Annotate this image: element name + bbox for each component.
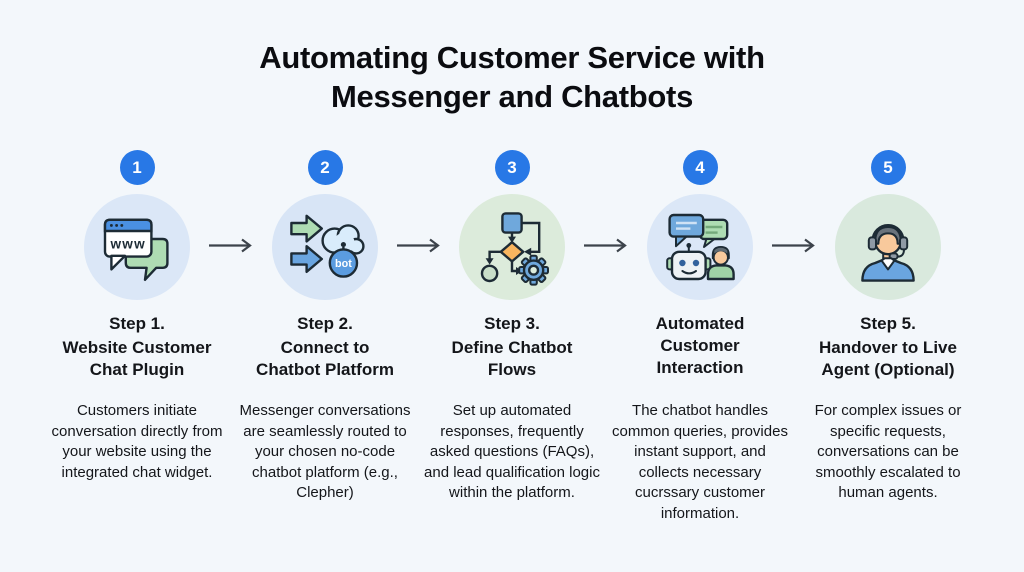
step-description: The chatbot handles common queries, prov… bbox=[612, 402, 788, 522]
step-label: Step 3. bbox=[484, 314, 540, 333]
step-column-5: 5 Step 5. Handover to Live Agent (Option… bbox=[793, 150, 983, 504]
step-number-badge: 4 bbox=[682, 150, 718, 185]
step-icon-circle bbox=[459, 194, 565, 300]
support-agent-headset-icon bbox=[861, 224, 915, 282]
step-description: Messenger conversations are seamlessly r… bbox=[239, 402, 411, 501]
step-title-block: Step 1. Website Customer Chat Plugin bbox=[42, 313, 232, 401]
icon-bot-text: bot bbox=[335, 258, 352, 270]
step-title-block: Automated Customer Interaction bbox=[605, 313, 795, 401]
flow-arrow-icon bbox=[395, 237, 443, 254]
step-number-badge: 1 bbox=[119, 150, 155, 185]
flow-arrow-icon bbox=[582, 237, 630, 254]
step-icon-circle: www bbox=[84, 194, 190, 300]
step-number-badge: 2 bbox=[307, 150, 343, 185]
step-label: Step 2. bbox=[297, 314, 353, 333]
page-title: Automating Customer Service with Messeng… bbox=[0, 38, 1024, 116]
step-column-4: 4 bbox=[605, 150, 795, 524]
step-icon-circle: bot bbox=[272, 194, 378, 300]
step-title-block: Step 3. Define Chatbot Flows bbox=[417, 313, 607, 401]
flow-arrow-icon bbox=[207, 237, 255, 254]
step-icon-circle bbox=[835, 194, 941, 300]
bot-human-chat-icon bbox=[666, 213, 735, 281]
step-name: Handover to Live Agent (Optional) bbox=[819, 338, 957, 379]
step-name: Automated Customer Interaction bbox=[655, 314, 745, 377]
step-name: Connect to Chatbot Platform bbox=[256, 338, 394, 379]
website-chat-icon: www bbox=[103, 218, 169, 281]
step-description: Set up automated responses, frequently a… bbox=[424, 402, 600, 501]
flowchart-gear-icon bbox=[480, 212, 549, 286]
flow-arrow-icon bbox=[770, 237, 818, 254]
step-column-2: 2 bot Step 2. Connect to Chatbot Platfor… bbox=[230, 150, 420, 504]
icon-www-text: www bbox=[110, 237, 146, 252]
step-title-block: Step 2. Connect to Chatbot Platform bbox=[230, 313, 420, 401]
step-label: Step 1. bbox=[109, 314, 165, 333]
step-label: Step 5. bbox=[860, 314, 916, 333]
step-description: Customers initiate conversation directly… bbox=[51, 402, 223, 481]
step-icon-circle bbox=[647, 194, 753, 300]
arrows-to-cloud-bot-icon: bot bbox=[290, 214, 365, 278]
step-name: Define Chatbot Flows bbox=[451, 338, 573, 379]
step-number-badge: 3 bbox=[494, 150, 530, 185]
page-title-text: Automating Customer Service with Messeng… bbox=[259, 40, 765, 114]
step-number-badge: 5 bbox=[870, 150, 906, 185]
step-title-block: Step 5. Handover to Live Agent (Optional… bbox=[793, 313, 983, 401]
step-name: Website Customer Chat Plugin bbox=[62, 338, 212, 379]
step-column-3: 3 bbox=[417, 150, 607, 504]
step-description: For complex issues or specific requests,… bbox=[814, 402, 962, 501]
step-column-1: 1 www Step 1. Website Customer Chat Plug… bbox=[42, 150, 232, 483]
